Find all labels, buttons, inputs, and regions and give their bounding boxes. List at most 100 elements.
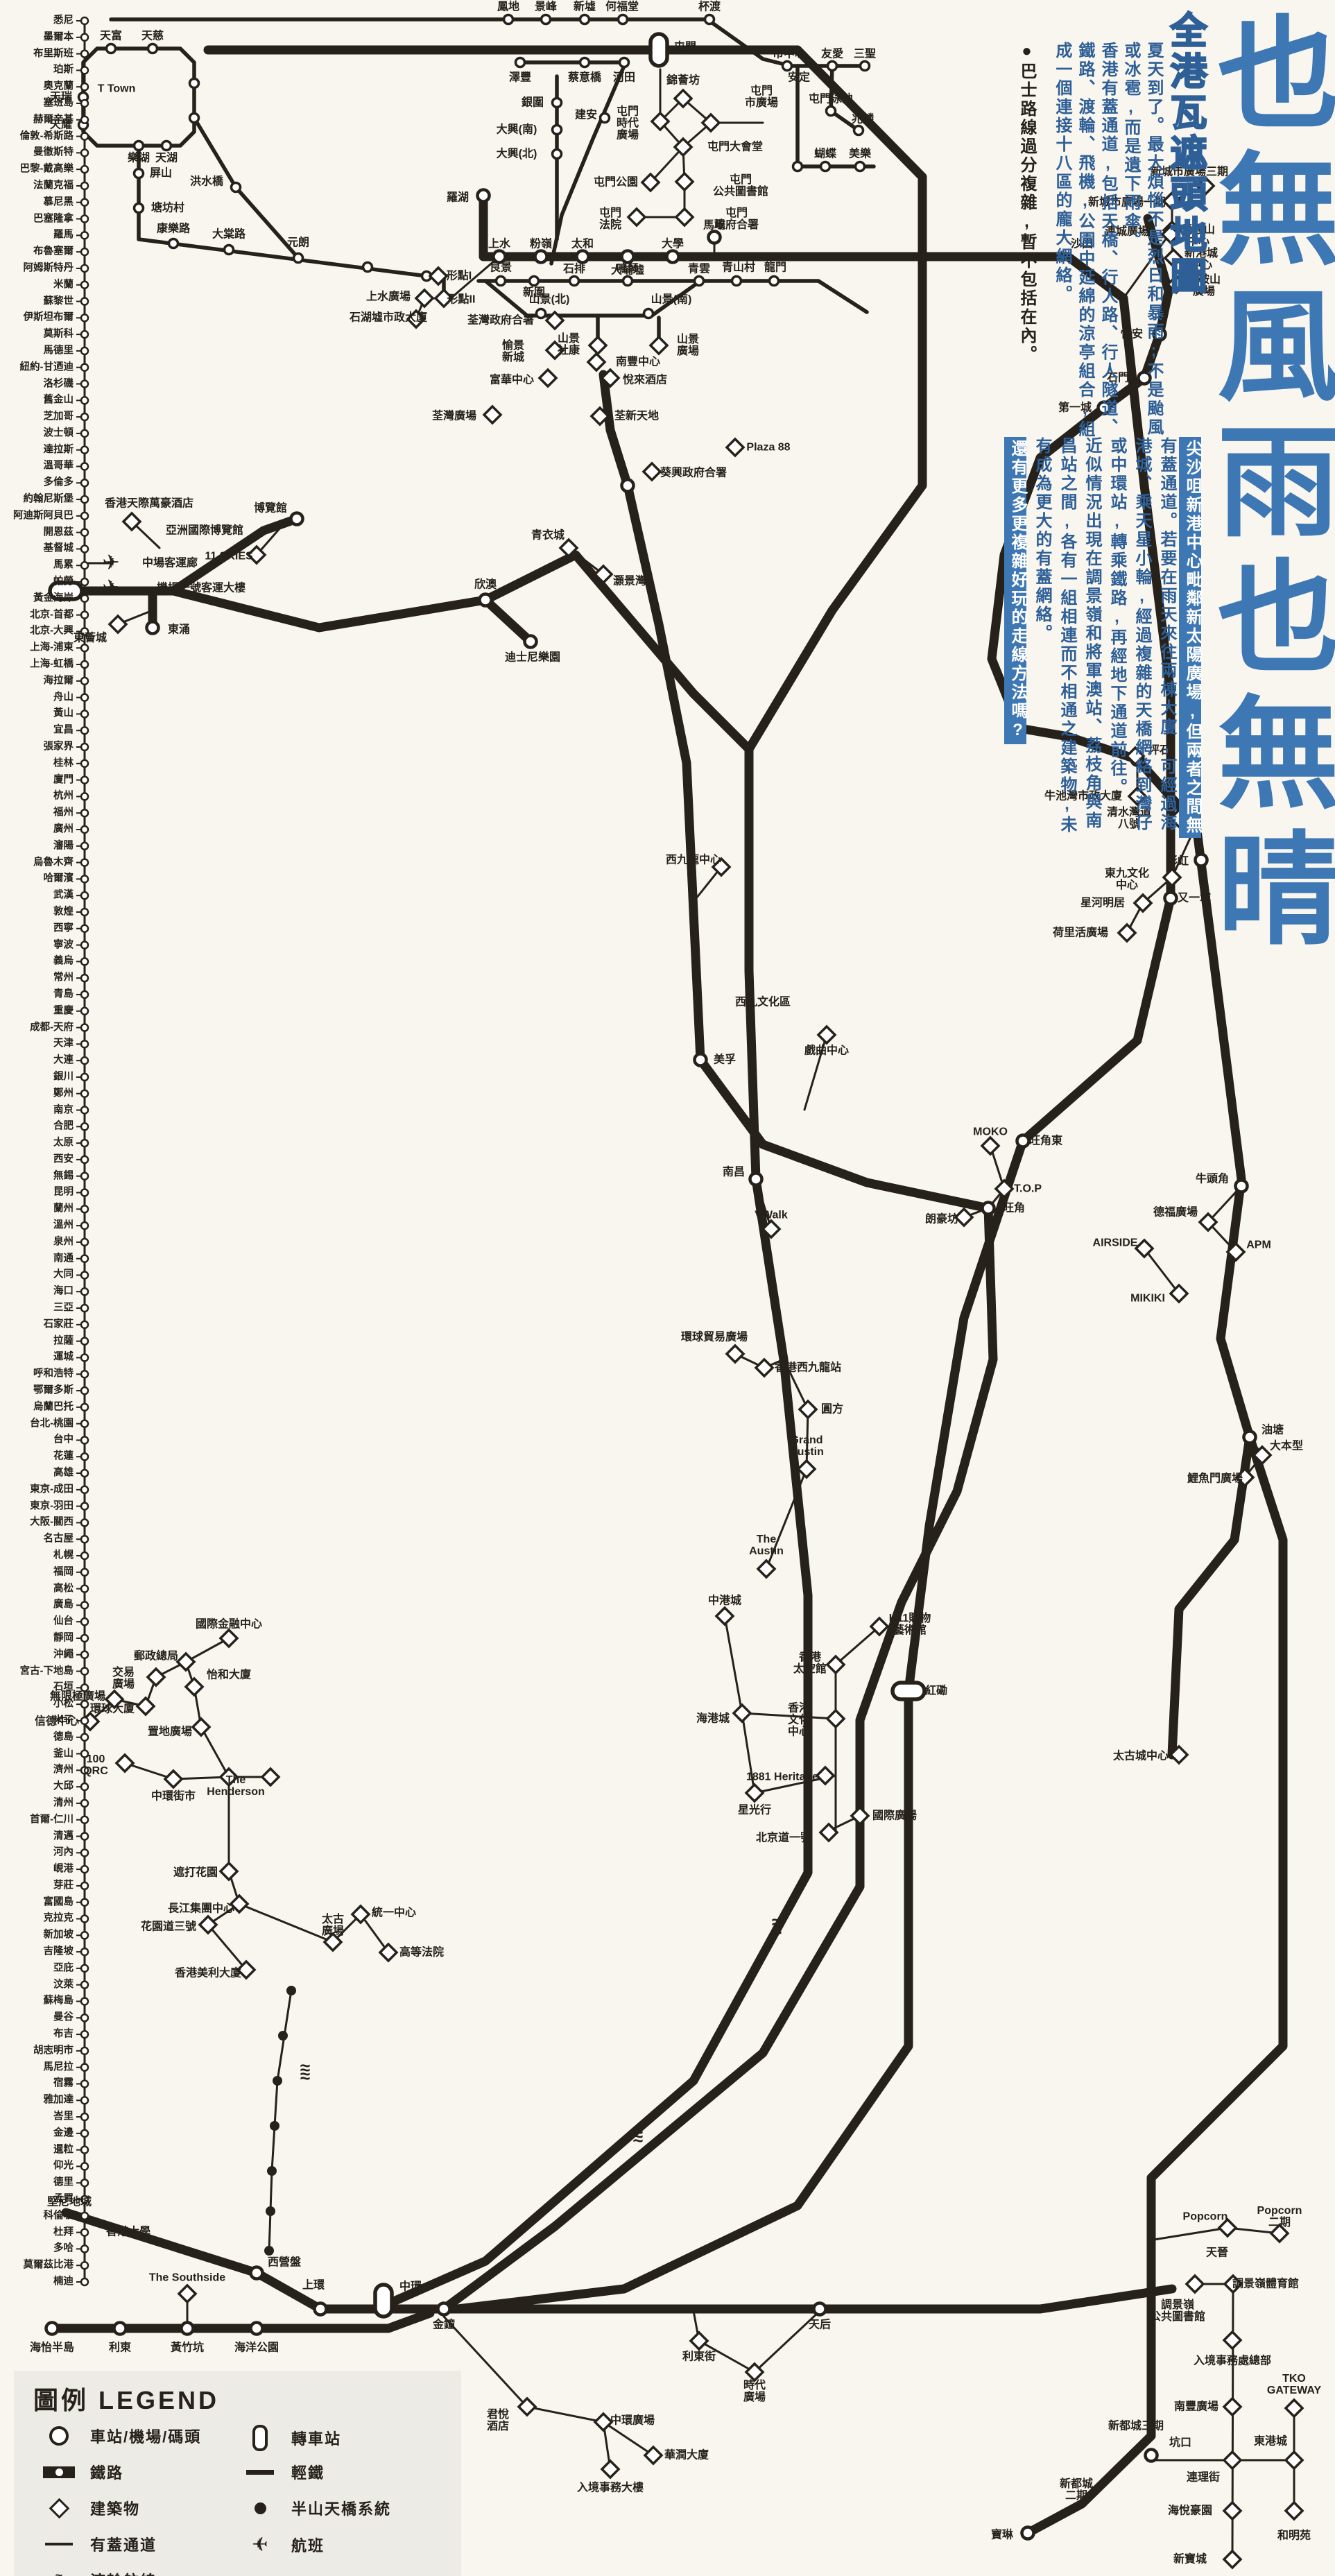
- covered-walkway-line: [692, 866, 723, 903]
- map-label: 博覽館: [253, 502, 288, 515]
- building-node: [1166, 274, 1187, 295]
- station-node: [620, 478, 635, 493]
- flight-destination-label: 武漢: [53, 889, 74, 901]
- flight-destination-node: [80, 1106, 89, 1115]
- map-label: 荃灣廣場: [431, 410, 477, 422]
- light-rail-stop-node: [188, 77, 200, 89]
- map-label: 龍門: [764, 261, 787, 274]
- building-node: [756, 1559, 777, 1579]
- paragraph-column: 或冰雹,而是遺下雨傘。: [1121, 42, 1140, 250]
- flight-destination-label: 大邱: [53, 1780, 74, 1792]
- map-label: 北京道一號: [755, 1832, 812, 1844]
- flight-destination-node: [80, 2260, 89, 2270]
- flight-destination-label: 珀斯: [53, 64, 74, 76]
- map-label: 東港城: [1253, 2435, 1288, 2448]
- map-label: 太古廣場: [321, 1914, 345, 1937]
- map-label: 山景(南): [651, 293, 692, 306]
- covered-walkway-line: [723, 1615, 756, 1794]
- flight-destination-label: 花蓮: [53, 1450, 74, 1462]
- flight-destination-node: [80, 1006, 89, 1015]
- map-label: 山景(北): [528, 293, 570, 306]
- legend-item-label: 車站/機場/碼頭: [90, 2428, 202, 2446]
- flight-destination-label: 舊金山: [43, 394, 74, 406]
- flight-destination-node: [80, 1254, 89, 1263]
- light-rail-stop-node: [292, 252, 304, 264]
- building-node: [1185, 2274, 1205, 2294]
- map-label: 鳴琴: [616, 263, 639, 275]
- map-label: 東薈城: [73, 632, 107, 644]
- station-node: [707, 230, 722, 245]
- building-node: [1198, 1212, 1218, 1233]
- map-label: 蝴蝶: [813, 148, 837, 160]
- paragraph-column: 鐵路、渡輪、飛機,公園中延綿的涼亭組合,組: [1076, 42, 1094, 439]
- map-label: 新城市廣場一期: [1087, 196, 1166, 209]
- map-label: 南昌: [722, 1166, 746, 1178]
- building-node: [236, 1959, 257, 1980]
- flight-destination-label: 烏蘭巴托: [33, 1401, 74, 1413]
- light-rail-stop-node: [146, 42, 159, 55]
- light-rail-stop-node: [859, 60, 871, 72]
- paragraph-column: 或中環站,轉乘鐵路,再經地下通道前往。: [1108, 437, 1126, 797]
- dot-legend-icon: [254, 2502, 266, 2514]
- flight-destination-label: 鄂爾多斯: [33, 1384, 74, 1396]
- flight-destination-label: 孟買: [53, 2193, 74, 2205]
- midlevels-footbridge-node: [270, 2121, 279, 2131]
- flight-destination-label: 天津: [53, 1038, 74, 1049]
- map-label: 屯門公園: [593, 176, 639, 189]
- flight-destination-node: [80, 1518, 89, 1527]
- building-node: [643, 2445, 664, 2466]
- interchange-node: [373, 2283, 394, 2319]
- map-label: 塘坊村: [150, 202, 185, 214]
- paragraph-column-highlight: 尖沙咀新港中心毗鄰新太陽廣場,但兩者之間無: [1179, 437, 1202, 838]
- map-label: 屯門法院: [598, 207, 622, 231]
- station-node: [249, 2321, 264, 2336]
- building-node: [1127, 786, 1148, 807]
- flight-destination-node: [80, 941, 89, 950]
- airplane-icon: ✈: [102, 551, 119, 574]
- map-label: 中港城: [707, 1595, 742, 1607]
- flight-destination-node: [80, 164, 89, 174]
- flight-destination-node: [80, 1155, 89, 1165]
- flight-destination-label: 昆明: [53, 1186, 74, 1198]
- flight-destination-label: 南京: [53, 1104, 74, 1115]
- map-label: 天后: [808, 2319, 832, 2331]
- station-node: [112, 2321, 128, 2336]
- light-rail-stop-node: [132, 167, 145, 180]
- flight-destination-node: [80, 1402, 89, 1412]
- building-node: [754, 1357, 775, 1378]
- light-rail-stop-node: [852, 124, 865, 137]
- station-node: [1096, 400, 1112, 415]
- flight-destination-node: [80, 775, 89, 784]
- legend-title: 圖例 LEGEND: [33, 2386, 220, 2414]
- map-label: 香港文化中心: [787, 1702, 811, 1738]
- map-label: 青雲: [687, 263, 711, 275]
- flight-destination-label: 清邁: [53, 1830, 74, 1842]
- covered-walkway-line: [755, 1178, 773, 1230]
- flight-destination-label: 巴塞隆拿: [33, 213, 74, 225]
- map-label: 機場一號客運大樓: [156, 582, 246, 594]
- flight-destination-label: 福岡: [53, 1566, 74, 1578]
- flight-destination-label: 濟州: [53, 1764, 74, 1776]
- building-node: [135, 1696, 156, 1717]
- flight-destination-label: 北京-大興: [30, 625, 74, 637]
- midlevels-footbridge-node: [273, 2076, 282, 2086]
- flight-destination-node: [80, 1667, 89, 1676]
- paragraph-column: 香港有蓋通道,包括天橋、行人路、行人隧道、: [1099, 42, 1117, 437]
- building-node: [825, 1654, 846, 1675]
- map-label: 蔡意橋: [567, 71, 602, 84]
- flight-destination-node: [80, 1584, 89, 1593]
- station-node: [748, 1171, 764, 1187]
- map-label: 統一中心: [371, 1907, 417, 1919]
- map-label: 兆麟: [851, 113, 875, 126]
- building-node: [640, 172, 661, 193]
- building-node: [648, 335, 669, 356]
- flight-destination-label: 開恩茲: [43, 526, 74, 538]
- flight-destination-label: 銀川: [53, 1071, 74, 1083]
- flight-destination-node: [80, 1436, 89, 1445]
- building-node: [1195, 175, 1216, 196]
- legend-item-diamond: 建築物: [42, 2497, 140, 2519]
- flight-destination-label: 釜山: [53, 1748, 74, 1760]
- map-label: 馬鞍山中心: [1181, 224, 1216, 248]
- map-label: 時代廣場: [743, 2380, 766, 2403]
- flight-destination-label: 暹粒: [53, 2144, 74, 2156]
